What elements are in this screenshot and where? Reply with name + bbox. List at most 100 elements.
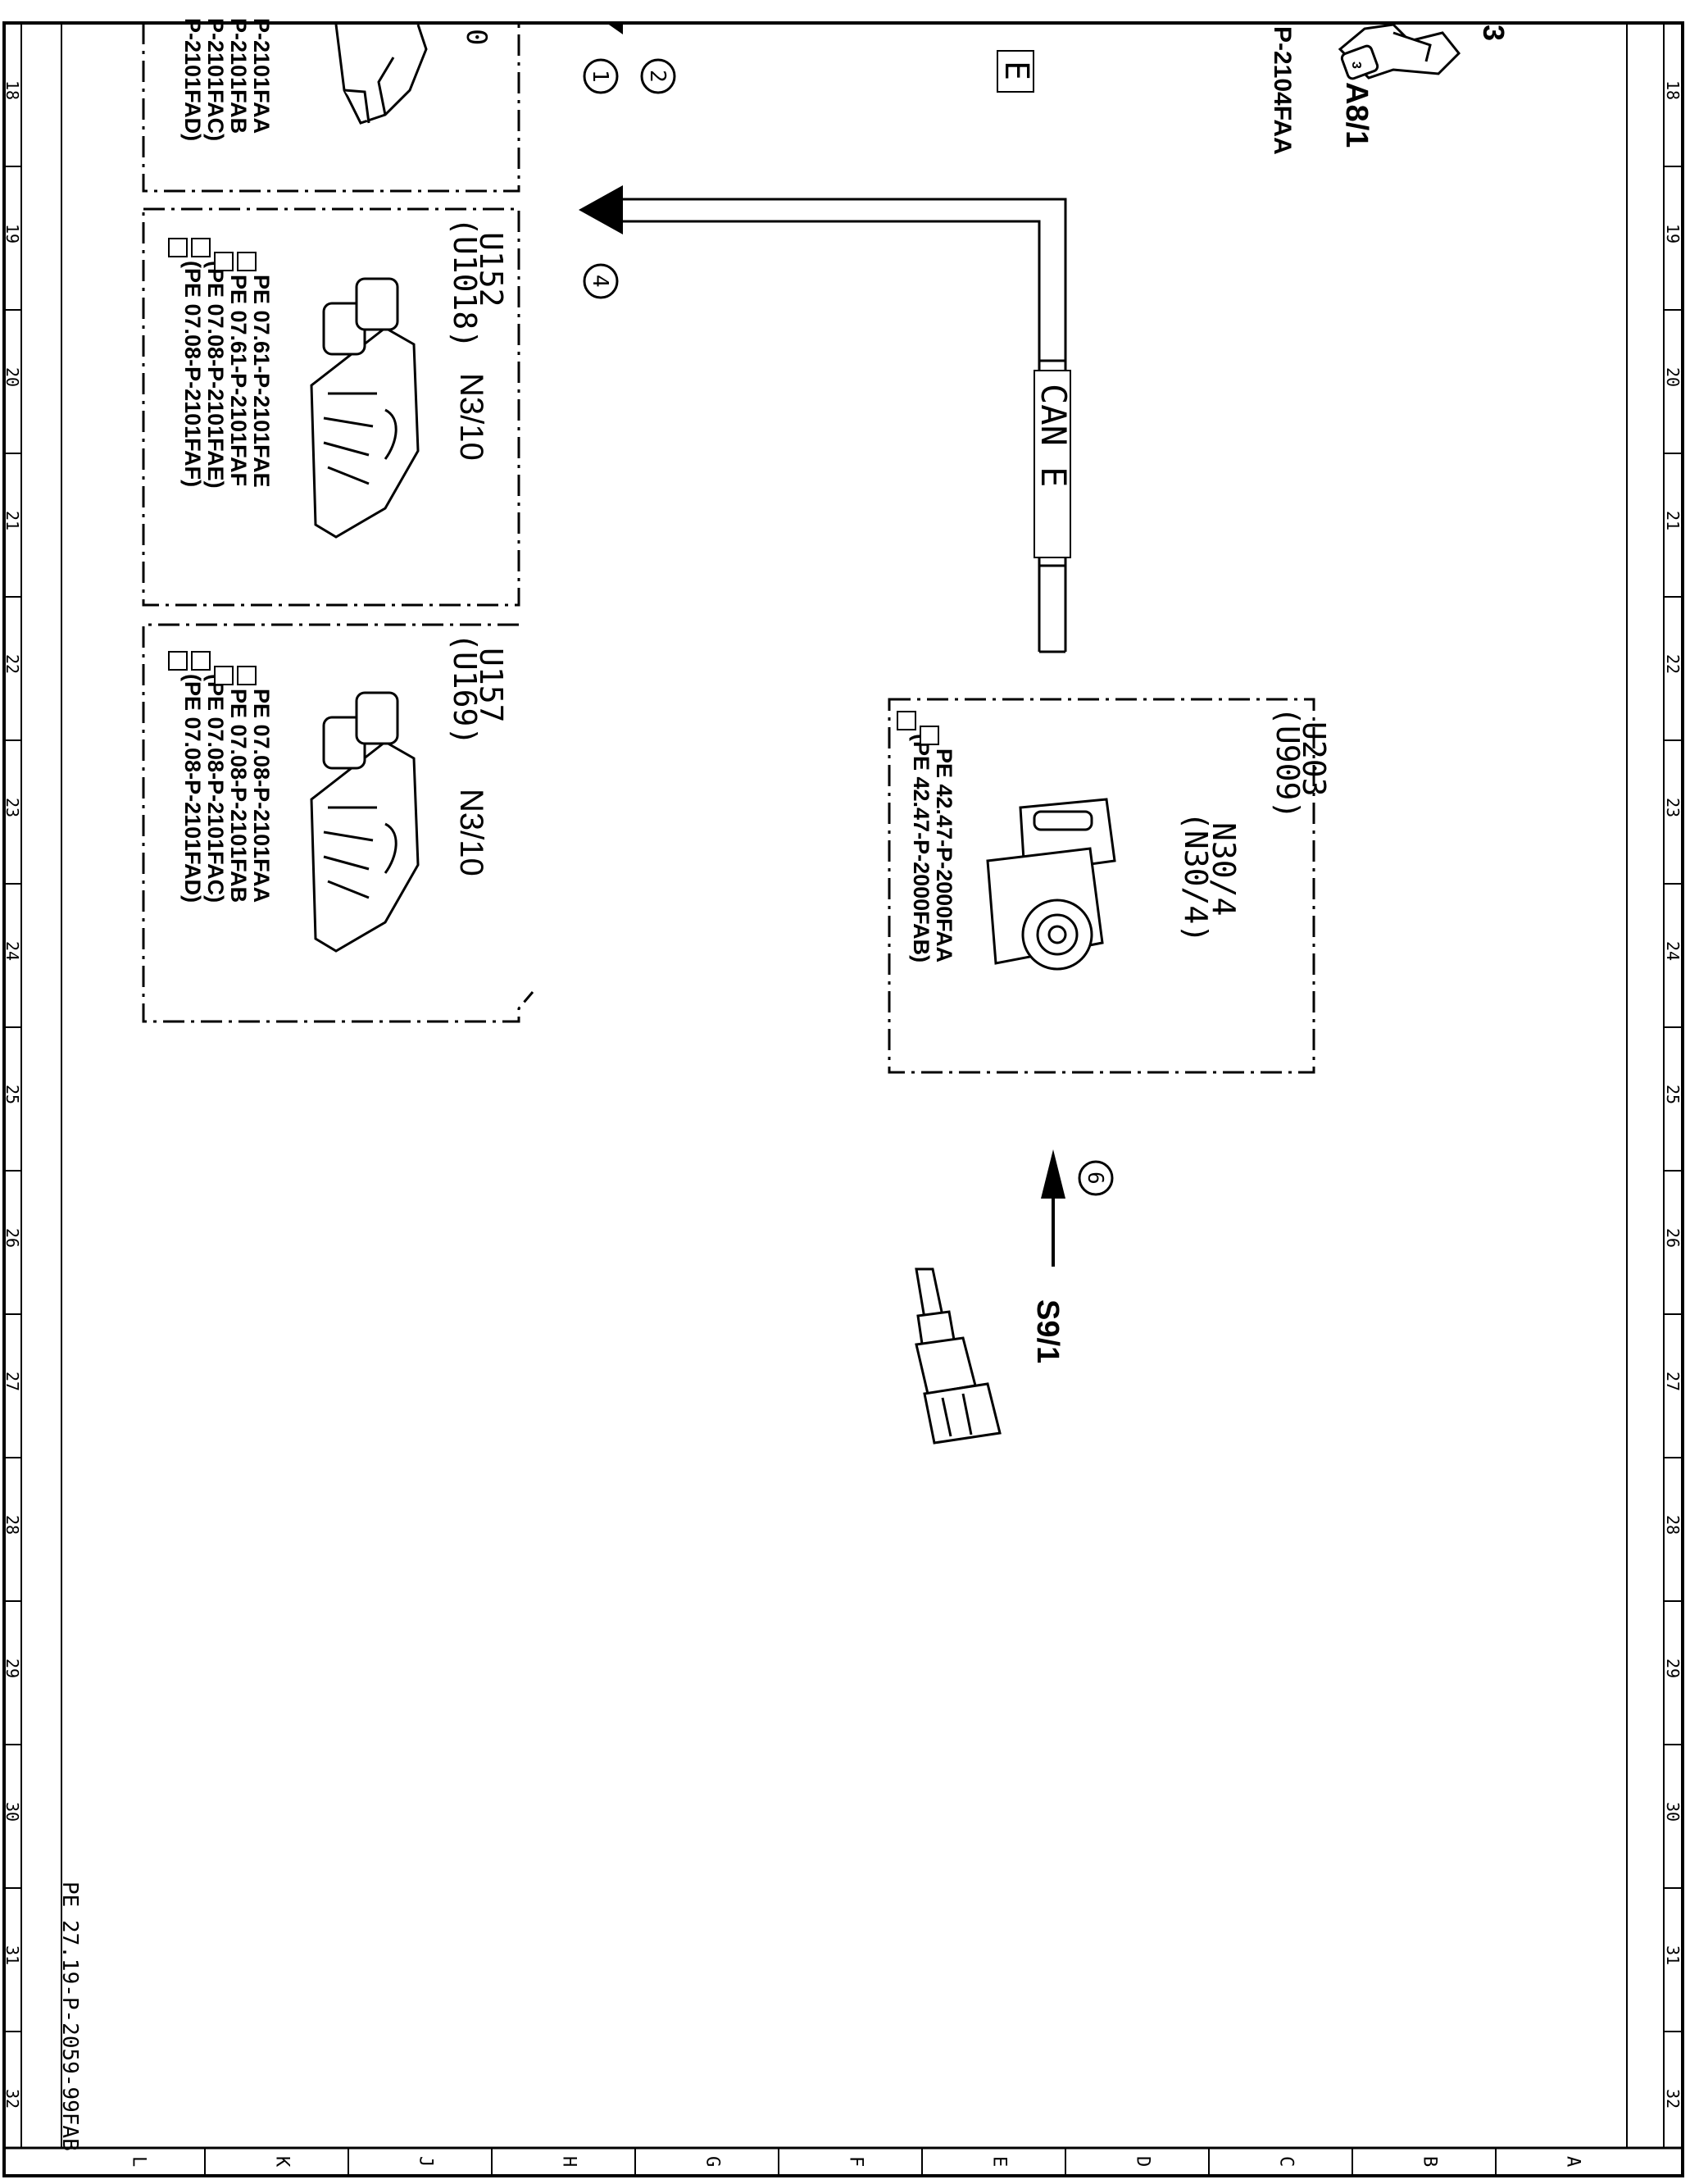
column-grid-ticks <box>204 2148 1497 2176</box>
row-number-label: 30 <box>1663 1802 1683 1822</box>
can-e-label: CAN E <box>1034 384 1074 487</box>
top-partial-digit: 0 <box>460 29 493 45</box>
u157-designation: N3/10 <box>453 789 489 876</box>
column-letter-label: E <box>989 2156 1010 2167</box>
top-partial-box <box>142 23 520 193</box>
svg-text:P-2101FAD): P-2101FAD) <box>180 18 205 141</box>
row-number-label: 27 <box>2 1372 22 1391</box>
can-arrowhead <box>579 185 623 234</box>
svg-text:P-2101FAB: P-2101FAB <box>226 18 251 134</box>
connector-6: 6 <box>1078 1160 1114 1196</box>
u203-box <box>888 698 1315 1074</box>
u203-refs: PE 42.47-P-2000FAA (PE 42.47-P-2000FAB) <box>909 734 956 962</box>
u152-box <box>142 207 520 607</box>
row-number-label: 18 <box>1663 80 1683 100</box>
row-number-label: 24 <box>1663 941 1683 961</box>
svg-text:PE 07.08-P-2101FAA: PE 07.08-P-2101FAA <box>249 689 274 903</box>
column-letter-label: G <box>702 2156 723 2167</box>
row-number-label: 22 <box>1663 654 1683 674</box>
column-letter-label: K <box>272 2156 293 2168</box>
u157-code: U157 <box>473 648 509 723</box>
u157-ecu-icon <box>310 691 420 953</box>
u157-box <box>142 623 534 1023</box>
row-number-label: 25 <box>2 1085 22 1104</box>
row-number-label: 26 <box>2 1228 22 1248</box>
svg-text:(PE 07.08-P-2101FAC): (PE 07.08-P-2101FAC) <box>203 674 228 903</box>
u152-alt-code: (U1018) <box>447 217 483 348</box>
row-number-label: 30 <box>2 1802 22 1822</box>
can-e-label-box <box>1034 370 1071 558</box>
u203-alt-designation: (N30/4) <box>1178 812 1214 943</box>
a8-1-number: 3 <box>1477 25 1511 41</box>
u152-ecu-icon <box>310 277 420 539</box>
row-number-label: 26 <box>1663 1228 1683 1248</box>
row-number-label: 27 <box>1663 1372 1683 1391</box>
s9-arrowhead <box>1041 1149 1065 1199</box>
row-number-label: 32 <box>2 2089 22 2109</box>
a8-1-pin: 3 <box>1349 61 1363 69</box>
top-partial-module-icon <box>334 24 428 125</box>
row-number-label: 29 <box>2 1658 22 1678</box>
reference-book-icons <box>168 238 939 745</box>
row-number-label: 28 <box>1663 1515 1683 1535</box>
can-e-bus <box>616 198 1067 653</box>
u152-code: U152 <box>473 232 509 307</box>
u152-designation: N3/10 <box>453 373 489 461</box>
svg-text:P-2101FAC): P-2101FAC) <box>203 18 228 141</box>
column-letter-label: H <box>559 2156 579 2167</box>
a8-1-designation: A8/1 <box>1339 82 1374 148</box>
row-grid-ticks <box>4 166 1683 2032</box>
row-number-label: 29 <box>1663 1658 1683 1678</box>
u203-designation: N30/4 <box>1206 822 1242 916</box>
u157-alt-code: (U169) <box>447 633 483 745</box>
column-letter-label: C <box>1276 2156 1297 2167</box>
row-number-label: 23 <box>2 798 22 817</box>
svg-text:4: 4 <box>588 275 612 288</box>
row-number-label: 31 <box>1663 1945 1683 1965</box>
connector-4: 4 <box>583 263 619 299</box>
row-number-label: 21 <box>2 511 22 530</box>
connector-2: 2 <box>640 58 676 94</box>
partial-bus-label: E <box>997 61 1035 80</box>
column-letter-label: D <box>1133 2156 1153 2167</box>
u152-refs: PE 07.61-P-2101FAE PE 07.61-P-2101FAF (P… <box>180 261 274 489</box>
svg-text:2: 2 <box>645 70 670 83</box>
u203-camera-icon <box>986 798 1116 971</box>
svg-text:(PE 07.08-P-2101FAF): (PE 07.08-P-2101FAF) <box>180 261 205 487</box>
row-number-label: 20 <box>2 367 22 387</box>
drawing-frame <box>2 21 1684 2177</box>
row-number-label: 18 <box>2 80 22 100</box>
u203-alt-code: (U909) <box>1270 707 1306 819</box>
row-number-label: 22 <box>2 654 22 674</box>
s9-designation: S9/1 <box>1030 1299 1065 1363</box>
row-number-label: 19 <box>2 224 22 243</box>
a8-1-icon <box>1338 23 1461 80</box>
a8-1-ref: P-2104FAA <box>1269 26 1296 155</box>
row-number-label: 31 <box>2 1945 22 1965</box>
row-number-label: 24 <box>2 941 22 961</box>
column-letter-label: L <box>129 2156 149 2167</box>
svg-text:PE 07.61-P-2101FAE: PE 07.61-P-2101FAE <box>249 275 274 488</box>
column-letter-label: B <box>1420 2156 1440 2167</box>
svg-text:PE 42.47-P-2000FAA: PE 42.47-P-2000FAA <box>932 748 956 962</box>
s9-switch-icon <box>915 1267 1002 1445</box>
row-number-label: 32 <box>1663 2089 1683 2109</box>
svg-text:1: 1 <box>588 70 612 83</box>
row-number-label: 20 <box>1663 367 1683 387</box>
row-number-label: 21 <box>1663 511 1683 530</box>
arrow-tip-top <box>606 23 623 34</box>
svg-text:(PE 42.47-P-2000FAB): (PE 42.47-P-2000FAB) <box>909 734 934 962</box>
u203-code: U203 <box>1296 721 1332 797</box>
svg-text:P-2101FAA: P-2101FAA <box>249 18 274 134</box>
document-reference: PE 27.19-P-2059-99FAB <box>57 1881 82 2151</box>
column-letter-label: J <box>416 2156 436 2167</box>
svg-text:(PE 07.08-P-2101FAD): (PE 07.08-P-2101FAD) <box>180 674 205 903</box>
top-partial-refs: P-2101FAA P-2101FAB P-2101FAC) P-2101FAD… <box>180 18 274 141</box>
svg-text:PE 07.61-P-2101FAF: PE 07.61-P-2101FAF <box>226 275 251 486</box>
svg-text:PE 07.08-P-2101FAB: PE 07.08-P-2101FAB <box>226 689 251 903</box>
partial-bus-label-box <box>997 50 1034 93</box>
